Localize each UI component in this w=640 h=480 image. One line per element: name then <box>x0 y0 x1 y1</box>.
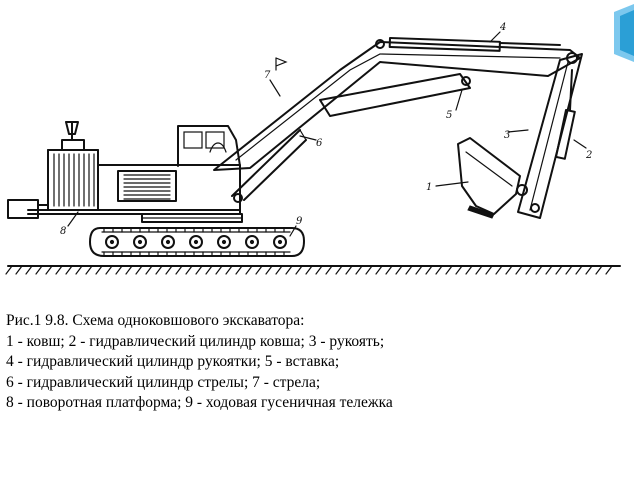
excavator-diagram: 1 2 3 4 5 6 7 8 9 <box>5 22 621 275</box>
caption-title: Рис.1 9.8. Схема одноковшового экскавато… <box>6 312 305 329</box>
callout-3: 3 <box>504 130 510 141</box>
callout-labels: 1 2 3 4 5 6 7 8 9 <box>60 22 592 237</box>
callout-4: 4 <box>499 22 506 33</box>
operator-cab <box>177 125 241 167</box>
rotating-platform <box>7 121 241 219</box>
figure-caption: Рис.1 9.8. Схема одноковшового экскавато… <box>6 311 626 414</box>
flag-symbol <box>275 57 288 71</box>
caption-line-2: 4 - гидравлический цилиндр рукоятки; 5 -… <box>6 353 340 370</box>
slide-corner-accent <box>606 0 640 70</box>
crawler-track <box>89 227 305 257</box>
callout-9: 9 <box>296 216 303 227</box>
callout-1: 1 <box>426 182 432 193</box>
callout-2: 2 <box>585 150 592 161</box>
caption-line-4: 8 - поворотная платформа; 9 - ходовая гу… <box>6 394 393 411</box>
bucket-cylinder <box>555 69 576 160</box>
boom <box>213 39 581 171</box>
slewing-ring <box>141 213 243 223</box>
callout-6: 6 <box>316 138 323 149</box>
bucket <box>457 137 521 219</box>
caption-line-1: 1 - ковш; 2 - гидравлический цилиндр ков… <box>6 332 385 350</box>
callout-leaders <box>67 31 587 237</box>
arm-cylinder <box>388 37 561 52</box>
boom-insert <box>319 73 471 117</box>
caption-line-3: 6 - гидравлический цилиндр стрелы; 7 - с… <box>6 373 321 391</box>
callout-7: 7 <box>264 70 271 81</box>
ground-line <box>5 265 621 275</box>
callout-5: 5 <box>446 110 452 121</box>
callout-8: 8 <box>60 226 66 237</box>
boom-cylinder <box>231 129 307 203</box>
